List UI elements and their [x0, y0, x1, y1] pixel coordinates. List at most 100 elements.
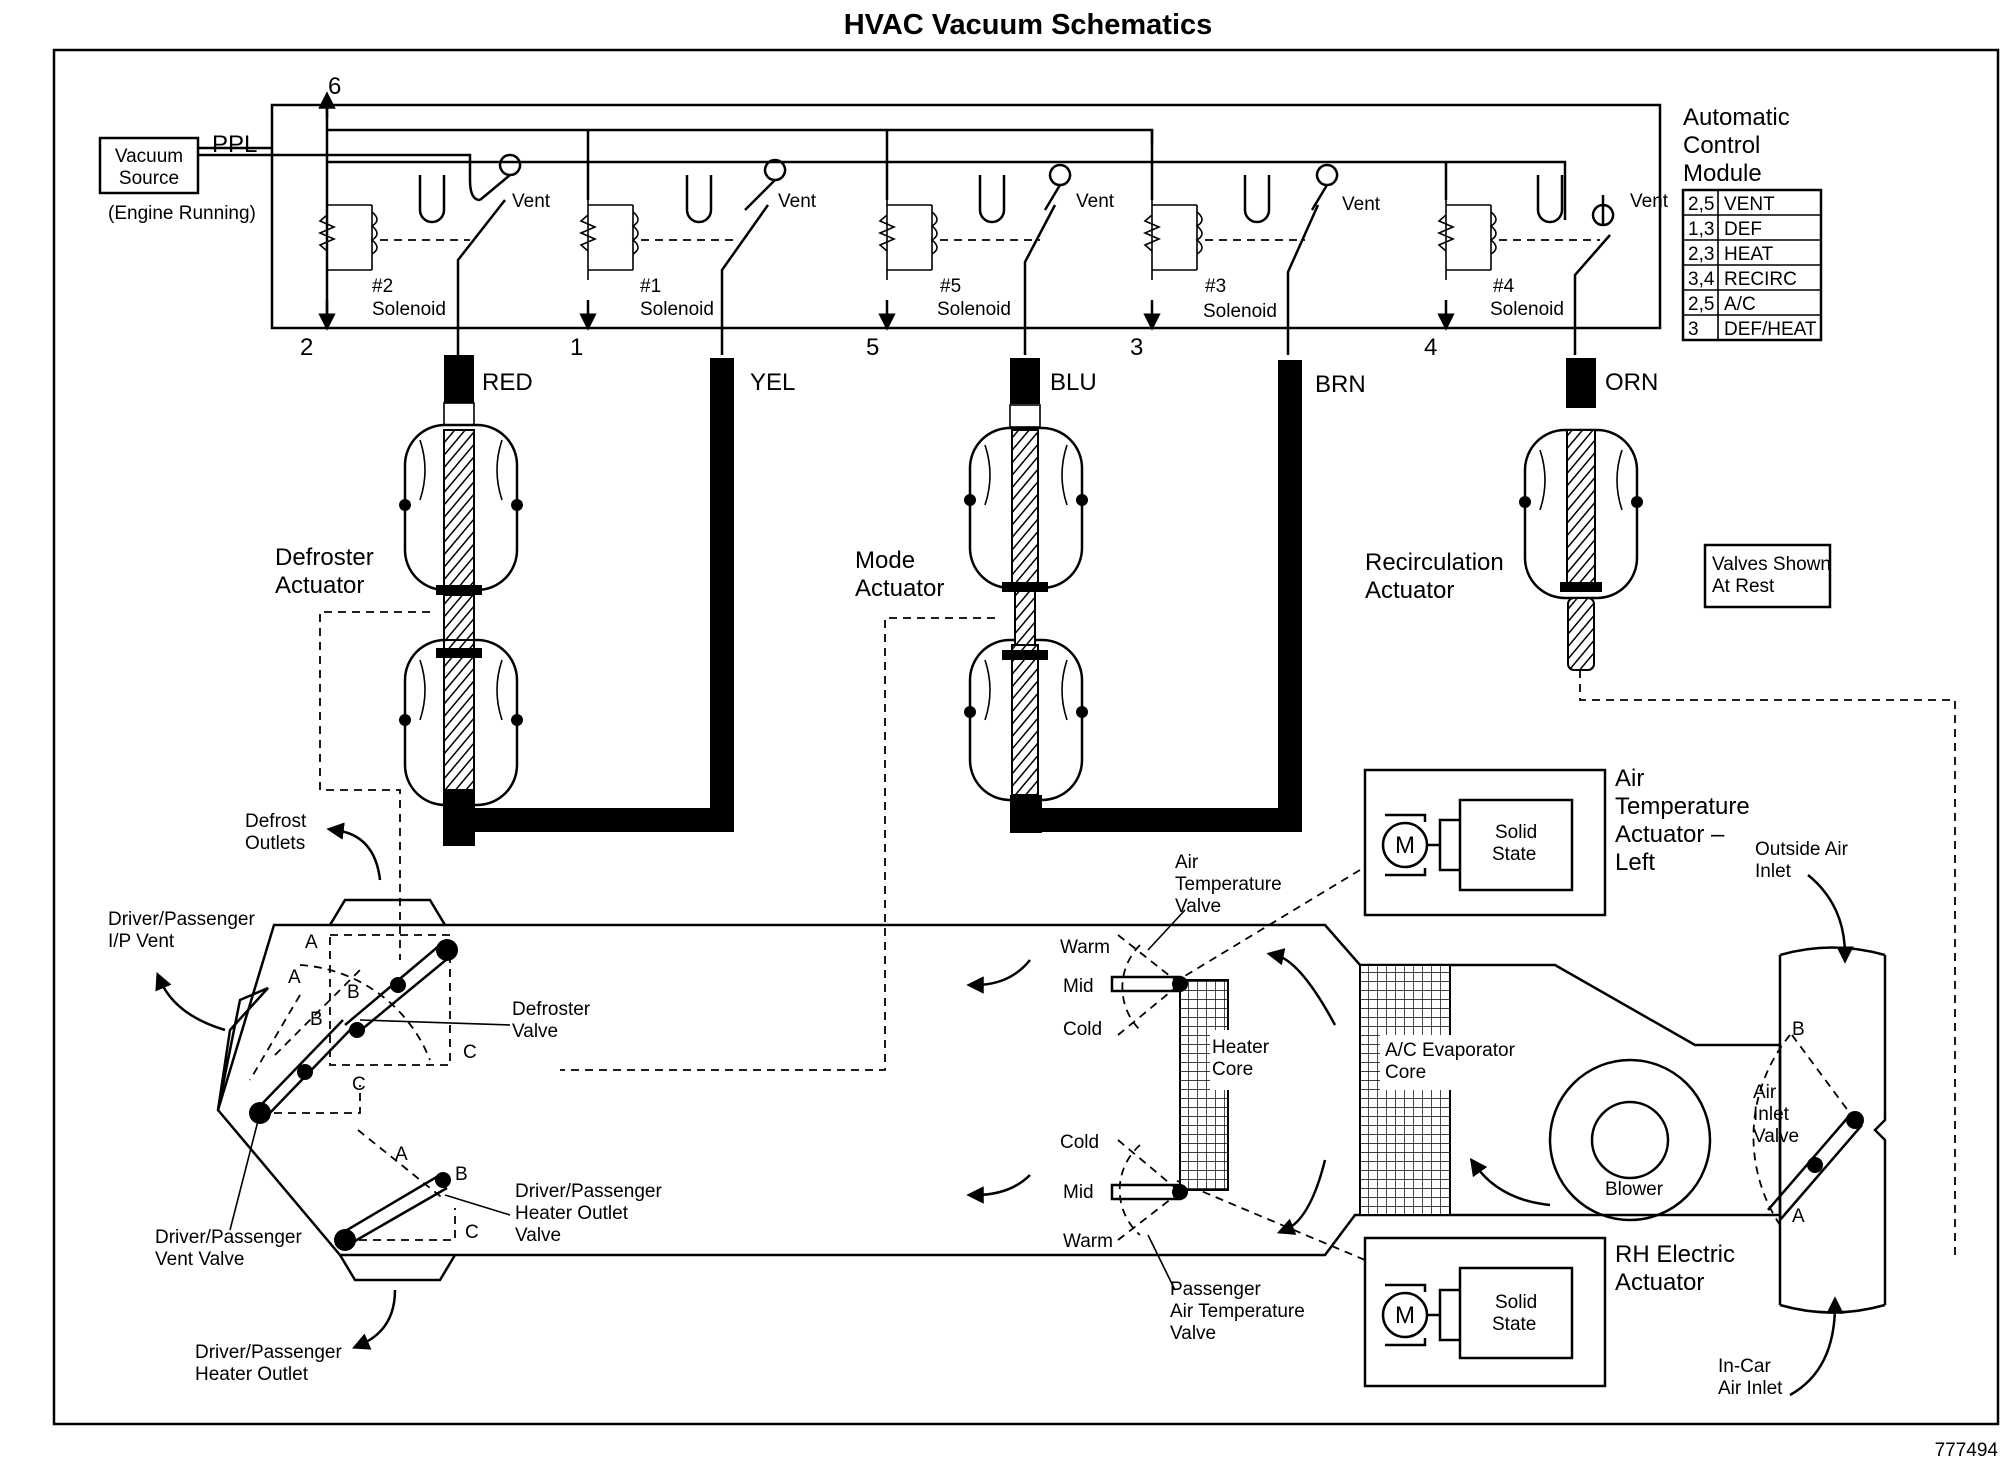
defrost-outlets-1: Defrost [245, 811, 307, 832]
mode-row-6-mode: DEF/HEAT [1724, 319, 1817, 340]
hose-yel-connector [443, 790, 475, 846]
solenoid-1: #1 Solenoid Vent 1 [570, 158, 817, 361]
vent-valve-2: Vent Valve [155, 1249, 244, 1270]
hose-yel-label: YEL [750, 369, 795, 396]
evap-core-label-1: A/C Evaporator [1385, 1040, 1516, 1061]
valves-note-line1: Valves Shown [1712, 554, 1831, 575]
mode-row-5-ports: 2,5 [1688, 294, 1714, 315]
solenoid-3-word: Solenoid [1203, 301, 1277, 322]
mode-actuator: Mode Actuator [855, 404, 1088, 802]
recirc-actuator: Recirculation Actuator [1365, 428, 1643, 671]
recirc-actuator-label-1: Recirculation [1365, 549, 1504, 576]
ppl-supply-line [198, 146, 481, 202]
hvac-duct: A B C A B C A B C Heater Core A/C Evapor… [108, 811, 1887, 1399]
heater-outlet-1: Driver/Passenger [195, 1342, 342, 1363]
rh-electric-title-1: RH Electric [1615, 1241, 1735, 1268]
hose-brn-label: BRN [1315, 371, 1366, 398]
mode-row-2-mode: DEF [1724, 219, 1762, 240]
mode-row-3-mode: HEAT [1724, 244, 1774, 265]
pass-temp-valve-1: Passenger [1170, 1279, 1262, 1300]
mid-label-bottom: Mid [1063, 1182, 1094, 1203]
vacuum-source-note: (Engine Running) [108, 203, 256, 224]
air-temp-valve-1: Air [1175, 852, 1199, 873]
solenoid-2-word: Solenoid [372, 299, 446, 320]
vent-label-1: Vent [778, 191, 817, 212]
defroster-valve-2: Valve [512, 1021, 558, 1042]
pass-temp-valve-2: Air Temperature [1170, 1301, 1305, 1322]
recirc-actuator-label-2: Actuator [1365, 577, 1454, 604]
rh-electric-motor: M [1395, 1302, 1415, 1329]
mode-row-6-ports: 3 [1688, 319, 1699, 340]
ip-vent-hump [216, 986, 269, 1111]
solenoid-3: #3 Solenoid Vent 3 [1130, 163, 1381, 361]
heater-outlet-valve-2: Heater Outlet [515, 1203, 629, 1224]
solenoid-5-id: #5 [940, 276, 961, 297]
mode-row-1-ports: 2,5 [1688, 194, 1714, 215]
pass-temp-valve-3: Valve [1170, 1323, 1216, 1344]
solenoid-2-id: #2 [372, 276, 393, 297]
air-temp-left-motor: M [1395, 832, 1415, 859]
figure-id: 777494 [1935, 1440, 1999, 1461]
hose-orn-label: ORN [1605, 369, 1658, 396]
mode-actuator-label-2: Actuator [855, 575, 944, 602]
incar-air-2: Air Inlet [1718, 1378, 1783, 1399]
air-temp-left-title-3: Actuator – [1615, 821, 1725, 848]
manifold-taps [586, 130, 1448, 200]
defrost-outlets-2: Outlets [245, 833, 305, 854]
vent-pos-c: C [352, 1074, 366, 1095]
vent-label-4: Vent [1630, 191, 1669, 212]
air-temp-valve-2: Temperature [1175, 874, 1282, 895]
blower-label: Blower [1605, 1179, 1664, 1200]
mode-row-1-mode: VENT [1724, 194, 1775, 215]
air-temp-valve-3: Valve [1175, 896, 1221, 917]
air-inlet-valve-3: Valve [1753, 1126, 1799, 1147]
solenoid-4: #4 Solenoid Vent 4 [1424, 175, 1669, 361]
air-inlet-valve-2: Inlet [1753, 1104, 1790, 1125]
heater-core-label-1: Heater [1212, 1037, 1270, 1058]
hose-brn [1011, 360, 1302, 832]
heater-core-label-2: Core [1212, 1059, 1253, 1080]
heater-outlet-hump [338, 1254, 457, 1282]
solenoid-5: #5 Solenoid Vent 5 [866, 163, 1115, 361]
vacuum-source-line2: Source [119, 168, 179, 189]
cold-label-top: Cold [1063, 1019, 1102, 1040]
vent-pos-b: B [310, 1009, 323, 1030]
inlet-pos-a: A [1792, 1206, 1805, 1227]
blower-wheel [1590, 1100, 1670, 1180]
heater-pos-b: B [455, 1164, 468, 1185]
cold-label-bottom: Cold [1060, 1132, 1099, 1153]
solenoid-4-word: Solenoid [1490, 299, 1564, 320]
warm-label-bottom: Warm [1063, 1231, 1113, 1252]
valves-note-line2: At Rest [1712, 576, 1775, 597]
solenoid-4-id: #4 [1493, 276, 1515, 297]
module-title-line3: Module [1683, 160, 1762, 187]
mode-row-5-mode: A/C [1724, 294, 1756, 315]
air-temp-actuator-left: M Solid State Air Temperature Actuator –… [1363, 765, 1750, 917]
vent-valve-1: Driver/Passenger [155, 1227, 302, 1248]
defroster-valve-1: Defroster [512, 999, 591, 1020]
pass-air-temp-valve-door [1110, 1183, 1182, 1201]
port-6-label: 6 [328, 73, 341, 100]
port-3-label: 3 [1130, 334, 1143, 361]
heater-outlet-valve-3: Valve [515, 1225, 561, 1246]
valves-note: Valves Shown At Rest [1703, 543, 1832, 609]
vent-label-3: Vent [1342, 194, 1381, 215]
vacuum-hoses: RED YEL BLU BRN ORN [443, 355, 1658, 846]
page-title: HVAC Vacuum Schematics [844, 9, 1213, 41]
defrost-pos-a: A [305, 932, 318, 953]
rh-electric-box-1: Solid [1495, 1292, 1537, 1313]
port-2-label: 2 [300, 334, 313, 361]
air-temp-left-box-1: Solid [1495, 822, 1537, 843]
rh-electric-box-2: State [1492, 1314, 1536, 1335]
warm-label-top: Warm [1060, 937, 1110, 958]
ppl-label: PPL [212, 131, 257, 158]
mid-label-top: Mid [1063, 976, 1094, 997]
outside-air-2: Inlet [1755, 861, 1792, 882]
inlet-pos-b: B [1792, 1019, 1805, 1040]
solenoid-5-word: Solenoid [937, 299, 1011, 320]
air-temp-left-title-2: Temperature [1615, 793, 1750, 820]
hose-brn-connector [1010, 795, 1042, 833]
air-inlet-housing [1778, 946, 1887, 1314]
blower-housing [1548, 1058, 1712, 1222]
